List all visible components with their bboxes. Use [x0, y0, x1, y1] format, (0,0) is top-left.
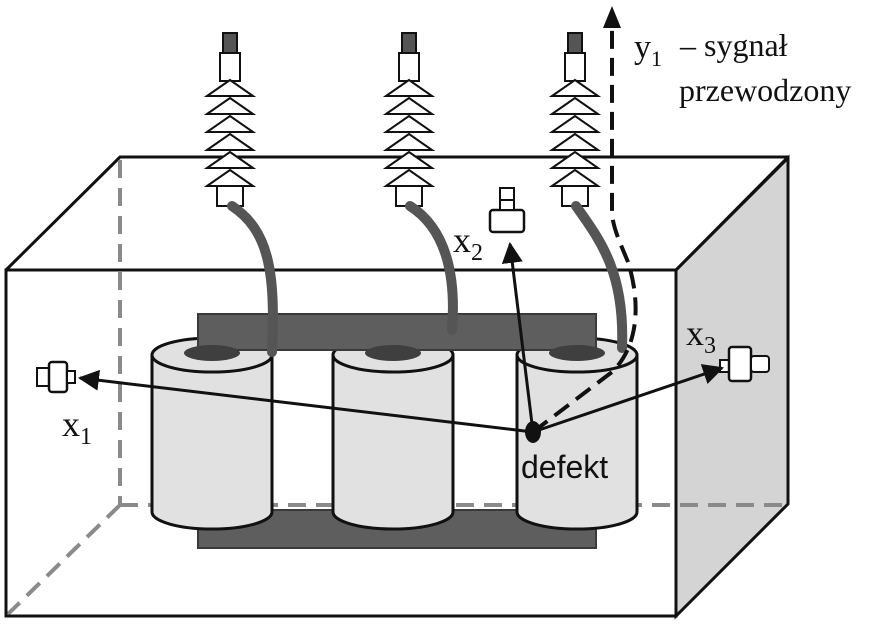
coil-1 [150, 336, 274, 531]
core-top-yoke [197, 313, 597, 351]
coil-2 [331, 336, 455, 531]
path-to-x2 [501, 241, 535, 433]
tank-top-back-edges [4, 155, 788, 272]
path-to-x3 [532, 364, 724, 434]
x2-label: x2 [453, 220, 483, 266]
x3-label: x3 [686, 313, 716, 359]
bushing-2 [382, 32, 436, 207]
transformer-tank [4, 154, 790, 620]
signal-label-line2: przewodzony [679, 72, 851, 108]
sensor-x2 [488, 187, 526, 234]
tank-right-side [674, 154, 790, 620]
signal-label-line1: – sygnał [679, 27, 788, 63]
hidden-edges [6, 160, 785, 616]
defect-label: defekt [521, 449, 608, 485]
bushing-1 [203, 32, 257, 207]
conducted-signal-path [531, 20, 638, 434]
path-to-x1 [77, 369, 534, 434]
bushing-leads [227, 201, 628, 357]
tank-top-front-right-edge [674, 155, 790, 272]
y1-label: y1 [634, 29, 662, 71]
defect-point [525, 421, 541, 443]
tank-front-face [4, 268, 678, 618]
acoustic-paths [77, 241, 724, 434]
sensor-x3 [719, 345, 770, 383]
x1-label: x1 [62, 404, 92, 450]
y1-arrowhead [603, 6, 621, 28]
sensor-x1 [36, 360, 76, 394]
bushing-3 [548, 32, 602, 207]
